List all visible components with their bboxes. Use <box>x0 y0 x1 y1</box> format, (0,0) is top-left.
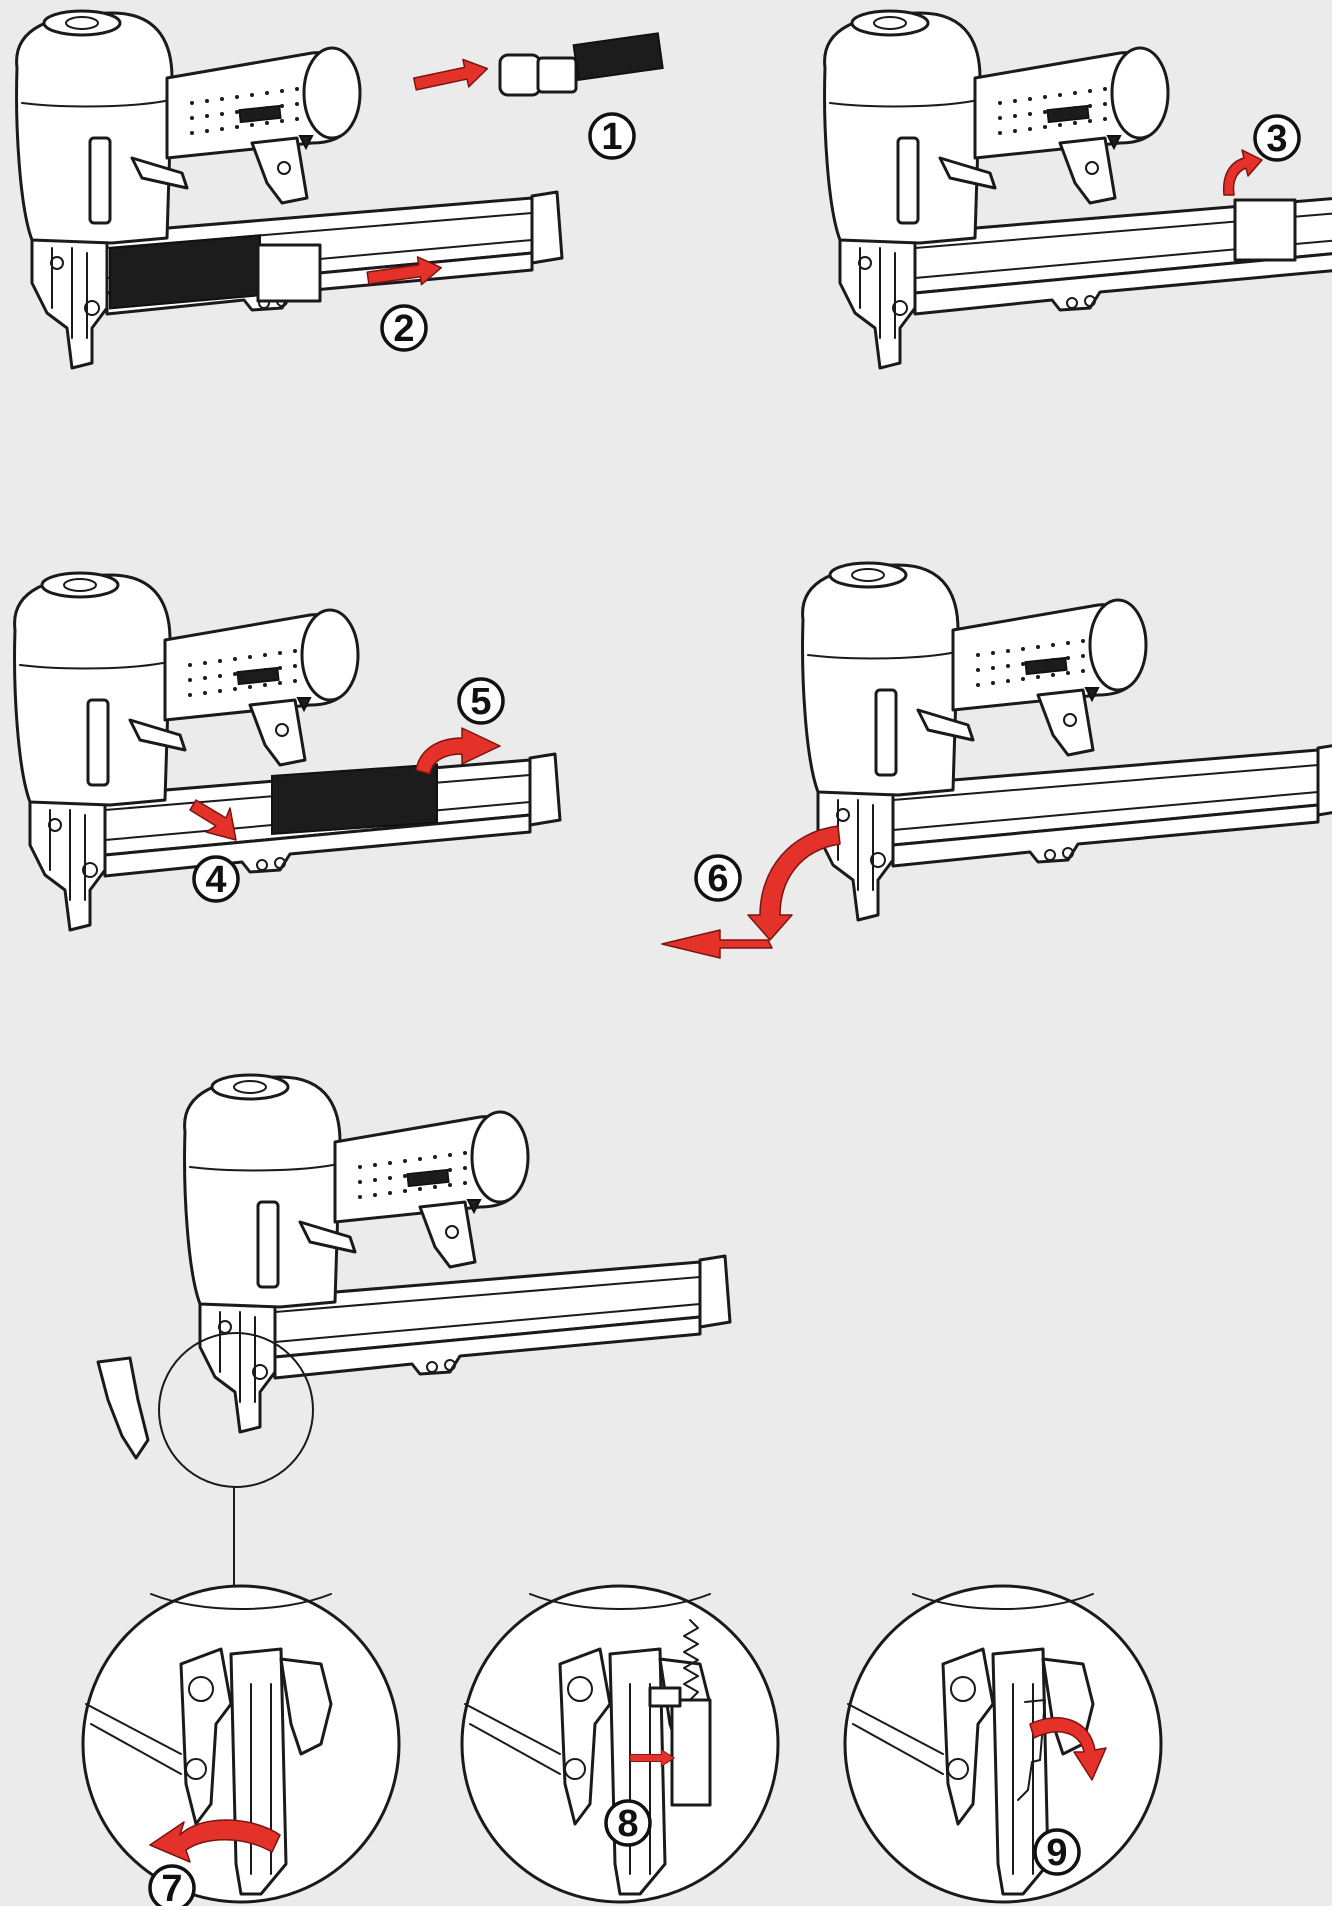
arrow-1 <box>411 54 492 99</box>
step-badge-8: 8 <box>604 1799 652 1847</box>
step-number-4: 4 <box>205 859 226 901</box>
arrow-9 <box>1029 1717 1107 1781</box>
arrow-4 <box>189 799 237 841</box>
step-number-3: 3 <box>1266 118 1287 160</box>
stapler-tool-panel-3 <box>823 9 1332 370</box>
step-number-2: 2 <box>393 308 414 350</box>
staple-strip <box>109 234 261 310</box>
step-number-6: 6 <box>707 858 728 900</box>
nose-detail-9 <box>843 1584 1163 1904</box>
stapler-tool-panel-6 <box>801 561 1332 922</box>
step-badge-2: 2 <box>380 304 428 352</box>
panel-load-staples <box>13 571 562 932</box>
stapler-tool-panel-7 <box>183 1073 732 1434</box>
arrow-7 <box>149 1819 281 1863</box>
nose-detail-8 <box>460 1584 780 1904</box>
step-number-9: 9 <box>1046 1832 1067 1874</box>
stapler-tool-panel-1 <box>15 9 564 370</box>
panel-remove-nose-cover <box>661 561 1332 959</box>
panel-lift-latch <box>823 9 1332 370</box>
spring-rod-icon <box>648 1619 712 1807</box>
blade-outline <box>1017 1699 1046 1801</box>
removed-nose-cover <box>96 1356 150 1460</box>
step-badge-9: 9 <box>1033 1828 1081 1876</box>
arrow-6-curved <box>747 825 841 941</box>
step-number-7: 7 <box>161 1868 182 1906</box>
detail-9 <box>843 1584 1163 1904</box>
detail-8 <box>460 1584 780 1904</box>
nose-detail-7 <box>81 1584 401 1904</box>
pusher-slide <box>256 243 322 303</box>
panel-disassembled-tool <box>96 1073 732 1586</box>
step-badge-7: 7 <box>148 1864 196 1906</box>
step-number-5: 5 <box>470 681 491 723</box>
step-badge-1: 1 <box>588 112 636 160</box>
staple-strip-loaded <box>271 763 438 836</box>
air-hose-coupler-icon <box>498 32 664 97</box>
zoom-circle <box>158 1332 314 1488</box>
step-badge-3: 3 <box>1253 114 1301 162</box>
step-badge-5: 5 <box>457 677 505 725</box>
magazine-latch <box>1233 198 1297 262</box>
detail-7 <box>81 1584 401 1904</box>
step-badge-4: 4 <box>192 855 240 903</box>
arrow-3 <box>1222 149 1263 196</box>
step-badge-6: 6 <box>694 854 742 902</box>
panel-connect-air-and-open-magazine <box>15 9 664 370</box>
arrow-6-straight <box>661 929 773 959</box>
step-number-1: 1 <box>601 116 622 158</box>
step-number-8: 8 <box>617 1803 638 1845</box>
arrow-5 <box>415 727 501 775</box>
